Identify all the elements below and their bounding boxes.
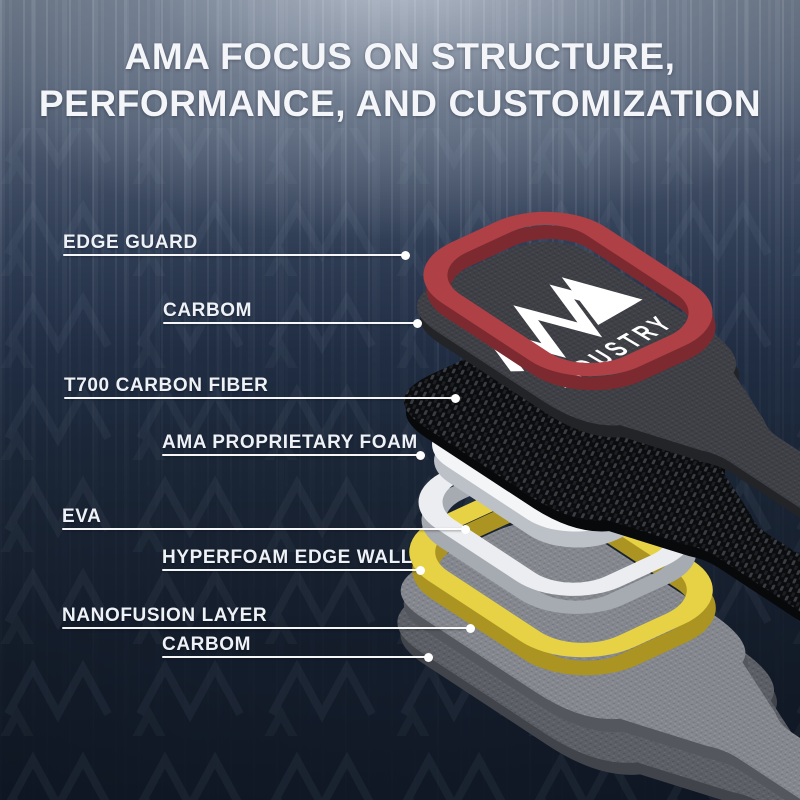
leader-dot bbox=[416, 450, 425, 460]
edge-guard-layer bbox=[423, 211, 716, 391]
callout-label: NANOFUSION LAYER bbox=[62, 605, 268, 626]
leader-dot bbox=[413, 318, 422, 328]
leader-line bbox=[62, 524, 470, 534]
leader-dot bbox=[401, 250, 410, 260]
callout-label: CARBOM bbox=[162, 634, 252, 655]
page-title: AMA FOCUS ON STRUCTURE, PERFORMANCE, AND… bbox=[0, 33, 800, 127]
callout-edge-guard: EDGE GUARD bbox=[63, 232, 410, 260]
leader-dot bbox=[451, 393, 460, 403]
callout-ama-proprietary-foam: AMA PROPRIETARY FOAM bbox=[162, 432, 425, 460]
callout-label: EVA bbox=[62, 506, 102, 527]
callout-hyperfoam-edge-wall: HYPERFOAM EDGE WALL bbox=[162, 547, 425, 575]
leader-line bbox=[62, 623, 475, 633]
callout-label: HYPERFOAM EDGE WALL bbox=[162, 547, 414, 568]
leader-line bbox=[163, 318, 422, 328]
leader-line bbox=[162, 565, 425, 575]
callout-carbom-top: CARBOM bbox=[163, 300, 422, 328]
callout-nanofusion-layer: NANOFUSION LAYER bbox=[62, 605, 475, 633]
leader-line bbox=[63, 250, 410, 260]
callout-eva: EVA bbox=[62, 506, 470, 534]
leader-dot bbox=[466, 623, 475, 633]
leader-line bbox=[64, 393, 460, 403]
leader-dot bbox=[424, 652, 433, 662]
title-line-1: AMA FOCUS ON STRUCTURE, bbox=[124, 36, 676, 77]
title-line-2: PERFORMANCE, AND CUSTOMIZATION bbox=[38, 83, 762, 124]
callout-label: CARBOM bbox=[163, 300, 253, 321]
callout-t700-carbon-fiber: T700 CARBON FIBER bbox=[64, 375, 460, 403]
callout-carbom-bottom: CARBOM bbox=[162, 634, 433, 662]
leader-dot bbox=[416, 565, 425, 575]
callout-label: EDGE GUARD bbox=[63, 232, 198, 253]
leader-line bbox=[162, 652, 433, 662]
ama-triangle-mark bbox=[561, 277, 643, 326]
callout-label: AMA PROPRIETARY FOAM bbox=[162, 432, 418, 453]
callout-label: T700 CARBON FIBER bbox=[64, 375, 269, 396]
leader-dot bbox=[461, 524, 470, 534]
leader-line bbox=[162, 450, 425, 460]
